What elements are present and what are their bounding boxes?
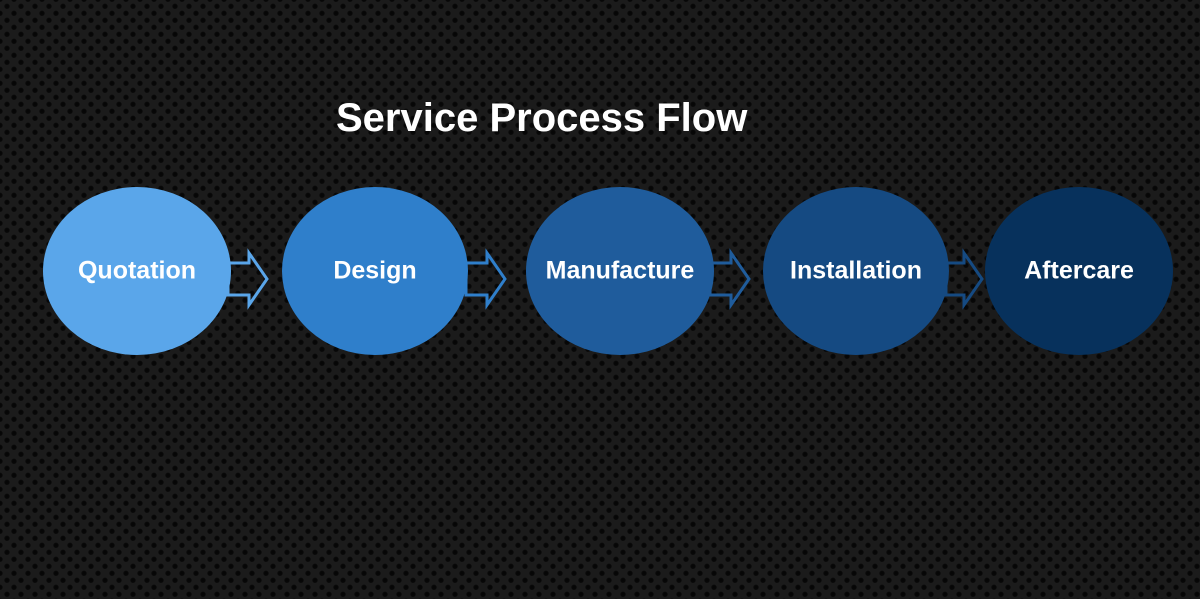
step-aftercare-label: Aftercare — [1024, 257, 1134, 285]
step-aftercare-node — [985, 187, 1173, 355]
step-design-node — [282, 187, 468, 355]
arrow-3-shape — [708, 248, 751, 310]
arrow-2 — [464, 248, 507, 310]
step-design-label: Design — [333, 257, 416, 285]
arrow-3 — [708, 248, 751, 310]
arrow-4-shape — [944, 248, 984, 310]
diagram-title: Service Process Flow — [336, 96, 748, 140]
step-installation-label: Installation — [790, 257, 922, 285]
arrow-4 — [944, 248, 984, 310]
step-manufacture-node — [526, 187, 714, 355]
step-installation: Installation — [763, 187, 949, 355]
arrow-1 — [226, 248, 269, 310]
arrow-2-shape — [464, 248, 507, 310]
step-installation-node — [763, 187, 949, 355]
step-aftercare: Aftercare — [985, 187, 1173, 355]
step-manufacture-label: Manufacture — [546, 257, 695, 285]
step-quotation-node — [43, 187, 231, 355]
step-quotation-label: Quotation — [78, 257, 196, 285]
arrow-1-shape — [226, 248, 269, 310]
step-quotation: Quotation — [43, 187, 231, 355]
step-design: Design — [282, 187, 468, 355]
step-manufacture: Manufacture — [526, 187, 714, 355]
